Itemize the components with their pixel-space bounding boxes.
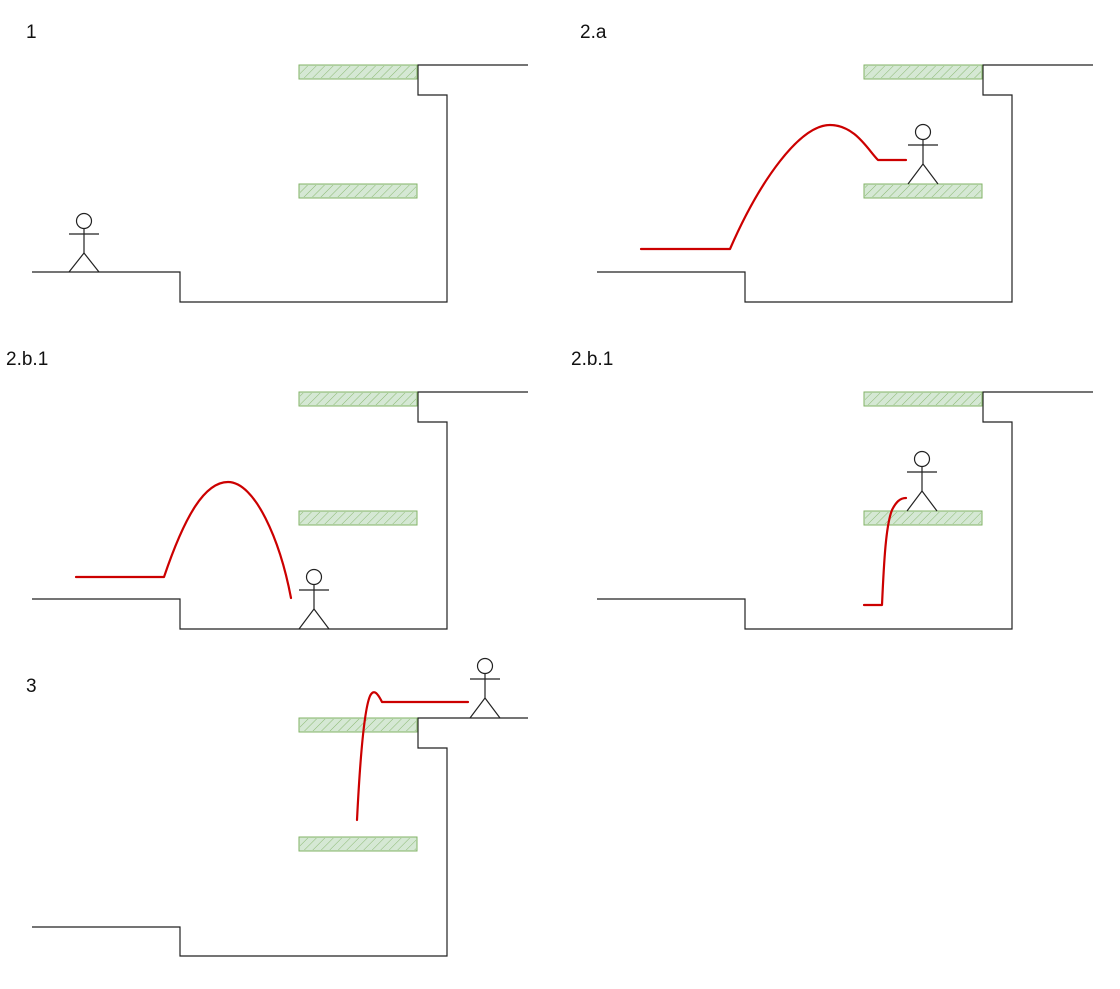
stick-figure (298, 568, 330, 630)
terrain (597, 64, 1093, 303)
terrain (32, 64, 528, 303)
panel-1: 1 (26, 22, 528, 303)
middle-platform-hatch (300, 512, 416, 524)
upper-platform-hatch (300, 393, 416, 405)
terrain (32, 391, 528, 630)
upper-platform-hatch (865, 393, 981, 405)
panel-label: 2.b.1 (6, 349, 48, 370)
middle-platform-hatch (865, 185, 981, 197)
panel-2b1-left: 2.b.1 (6, 349, 528, 630)
terrain (32, 717, 528, 957)
stick-figure (68, 212, 100, 273)
panel-label: 2.a (580, 22, 607, 43)
panel-label: 1 (26, 22, 37, 43)
middle-platform-hatch (300, 185, 416, 197)
panel-label: 3 (26, 676, 37, 697)
middle-platform-hatch (865, 512, 981, 524)
jump-trajectory (639, 123, 908, 251)
middle-platform-hatch (300, 838, 416, 850)
upper-platform-hatch (300, 719, 416, 731)
upper-platform-hatch (300, 66, 416, 78)
jump-trajectory (862, 496, 908, 607)
panel-label: 2.b.1 (571, 349, 613, 370)
panel-2a: 2.a (580, 22, 1093, 303)
jump-trajectory (74, 480, 293, 600)
panel-2b1-right: 2.b.1 (571, 349, 1093, 630)
terrain (597, 391, 1093, 630)
stick-figure (469, 657, 501, 719)
stick-figure (907, 123, 939, 185)
stick-figure (906, 450, 938, 512)
jump-trajectory (355, 691, 470, 822)
upper-platform-hatch (865, 66, 981, 78)
panel-3: 3 (26, 657, 528, 957)
